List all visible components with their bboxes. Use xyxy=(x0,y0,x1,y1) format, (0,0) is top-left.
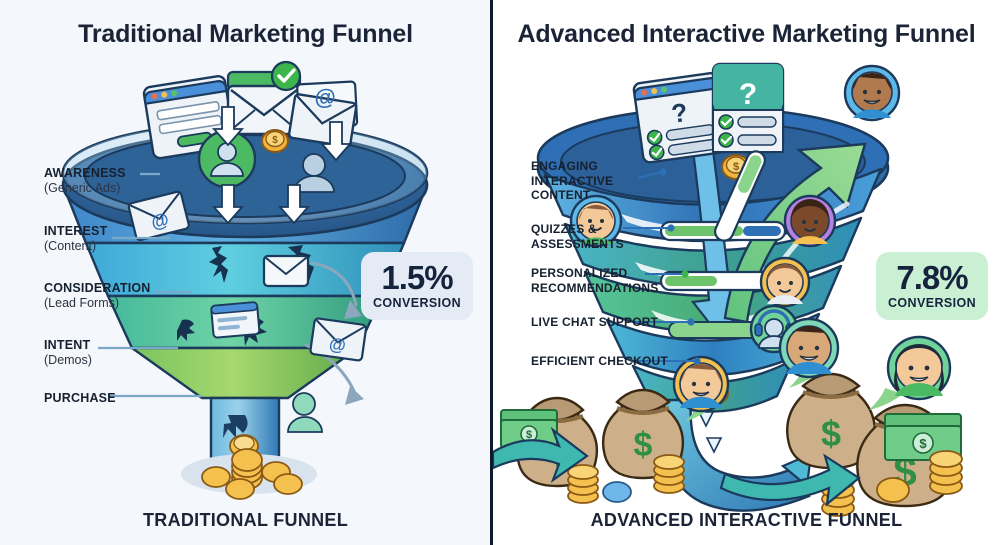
svg-text:$: $ xyxy=(272,135,278,146)
svg-text:$: $ xyxy=(821,413,841,454)
at-sign-envelope-icon: @ xyxy=(127,190,190,242)
svg-text:@: @ xyxy=(328,334,347,355)
money-bag-icon: $ xyxy=(786,372,876,470)
svg-text:$: $ xyxy=(733,161,739,173)
conversion-percent: 1.5% xyxy=(381,259,453,296)
page-title: Traditional Marketing Funnel xyxy=(78,20,413,48)
feature-label-quizzes-assessments: QUIZZES & ASSESSMENTS xyxy=(531,222,624,251)
advanced-funnel-illustration: ? ? xyxy=(493,62,963,517)
conversion-caption: CONVERSION xyxy=(373,296,462,310)
avatar-male-icon xyxy=(843,64,901,122)
stage-name: AWARENESS xyxy=(44,166,126,180)
stage-name: INTEREST xyxy=(44,224,108,238)
stage-name: PURCHASE xyxy=(44,391,116,405)
advanced-funnel-panel: ? ? xyxy=(493,0,1000,545)
traditional-funnel-illustration: @ @ $ xyxy=(61,60,429,500)
feature-line: CONTENT xyxy=(531,188,591,202)
feature-line: RECOMMENDATIONS xyxy=(531,280,659,295)
question-card-icon: ? xyxy=(711,62,785,154)
stage-label-purchase: PURCHASE xyxy=(44,391,116,406)
avatar-female-icon xyxy=(759,256,811,308)
conversion-percent: 7.8% xyxy=(896,259,968,296)
avatar-male-icon xyxy=(569,194,623,248)
svg-text:@: @ xyxy=(149,209,171,233)
coin-pile-icon xyxy=(201,434,303,500)
leaking-lead-icon xyxy=(344,300,362,319)
footer-label-traditional: TRADITIONAL FUNNEL xyxy=(142,510,349,530)
user-avatar-icon xyxy=(197,129,257,189)
lead-form-card-icon xyxy=(210,301,261,339)
coin-stack-icon xyxy=(929,450,963,495)
stage-detail: (Content) xyxy=(44,239,97,253)
chat-bubble-avatar-icon xyxy=(672,355,730,422)
chat-bubble-avatar-icon xyxy=(869,335,952,410)
checklist-check-icon xyxy=(646,124,717,161)
feature-line: LIVE CHAT SUPPORT xyxy=(531,315,659,329)
conversion-caption: CONVERSION xyxy=(888,296,977,310)
stage-label-intent: INTENT (Demos) xyxy=(44,338,92,368)
stage-label-consideration: CONSIDERATION (Lead Forms) xyxy=(44,281,151,311)
forward-arrow-icon xyxy=(493,426,589,483)
feature-line: INTERACTIVE xyxy=(531,173,614,188)
coin-stack-icon xyxy=(653,454,685,494)
feature-label-engaging-interactive-content: ENGAGING INTERACTIVE CONTENT xyxy=(531,159,613,203)
traditional-funnel-panel: @ @ $ xyxy=(0,0,491,545)
user-avatar-ghost-icon xyxy=(293,153,335,193)
user-avatar-icon xyxy=(287,392,323,433)
label-connector xyxy=(623,168,701,365)
label-connector xyxy=(98,172,202,398)
down-arrow-icon xyxy=(697,411,723,454)
page-title: Advanced Interactive Marketing Funnel xyxy=(517,20,976,48)
stage-detail: (Generic Ads) xyxy=(44,181,121,195)
svg-text:?: ? xyxy=(739,78,757,111)
stage-name: INTENT xyxy=(44,338,91,352)
gold-coin-icon xyxy=(602,481,632,503)
coin-stack-icon xyxy=(567,464,599,504)
leaking-lead-icon xyxy=(345,386,364,405)
stage-name: CONSIDERATION xyxy=(44,281,151,295)
forward-arrow-icon xyxy=(719,453,861,507)
at-sign-envelope-icon: @ xyxy=(287,80,359,148)
panel-divider xyxy=(490,0,493,545)
feature-line: ASSESSMENTS xyxy=(531,236,624,251)
feature-label-live-chat-support: LIVE CHAT SUPPORT xyxy=(531,315,658,330)
banknote-stack-icon: $ xyxy=(884,413,962,461)
conversion-badge-traditional: 1.5% CONVERSION xyxy=(361,252,474,320)
conversion-badge-advanced: 7.8% CONVERSION xyxy=(876,252,989,320)
svg-text:$: $ xyxy=(634,426,653,464)
feature-line: PERSONALIZED xyxy=(531,266,628,280)
svg-text:$: $ xyxy=(526,429,532,441)
feature-line: QUIZZES & xyxy=(531,222,597,236)
feature-line: EFFICIENT CHECKOUT xyxy=(531,354,668,368)
avatar-female-icon xyxy=(783,194,837,248)
stage-detail: (Lead Forms) xyxy=(44,296,120,310)
chat-bubble-avatar-icon xyxy=(778,317,840,388)
down-arrow-icon xyxy=(212,106,352,225)
email-envelope-icon xyxy=(262,254,310,288)
stage-label-interest: INTEREST (Content) xyxy=(44,224,107,254)
stage-detail: (Demos) xyxy=(44,353,92,367)
stage-label-awareness: AWARENESS (Generic Ads) xyxy=(44,166,126,196)
email-verified-check-icon xyxy=(270,60,302,92)
at-sign-envelope-icon: @ xyxy=(309,317,368,362)
gold-coin-icon xyxy=(876,477,910,503)
footer-label-advanced: ADVANCED INTERACTIVE FUNNEL xyxy=(590,510,903,530)
svg-text:$: $ xyxy=(919,436,927,451)
feature-line: ENGAGING xyxy=(531,159,598,173)
feature-label-personalized-recommendations: PERSONALIZED RECOMMENDATIONS xyxy=(531,266,658,295)
svg-text:@: @ xyxy=(314,84,337,110)
gold-coin-icon: $ xyxy=(261,129,289,153)
svg-text:?: ? xyxy=(670,97,690,129)
feature-label-efficient-checkout: EFFICIENT CHECKOUT xyxy=(531,354,668,369)
